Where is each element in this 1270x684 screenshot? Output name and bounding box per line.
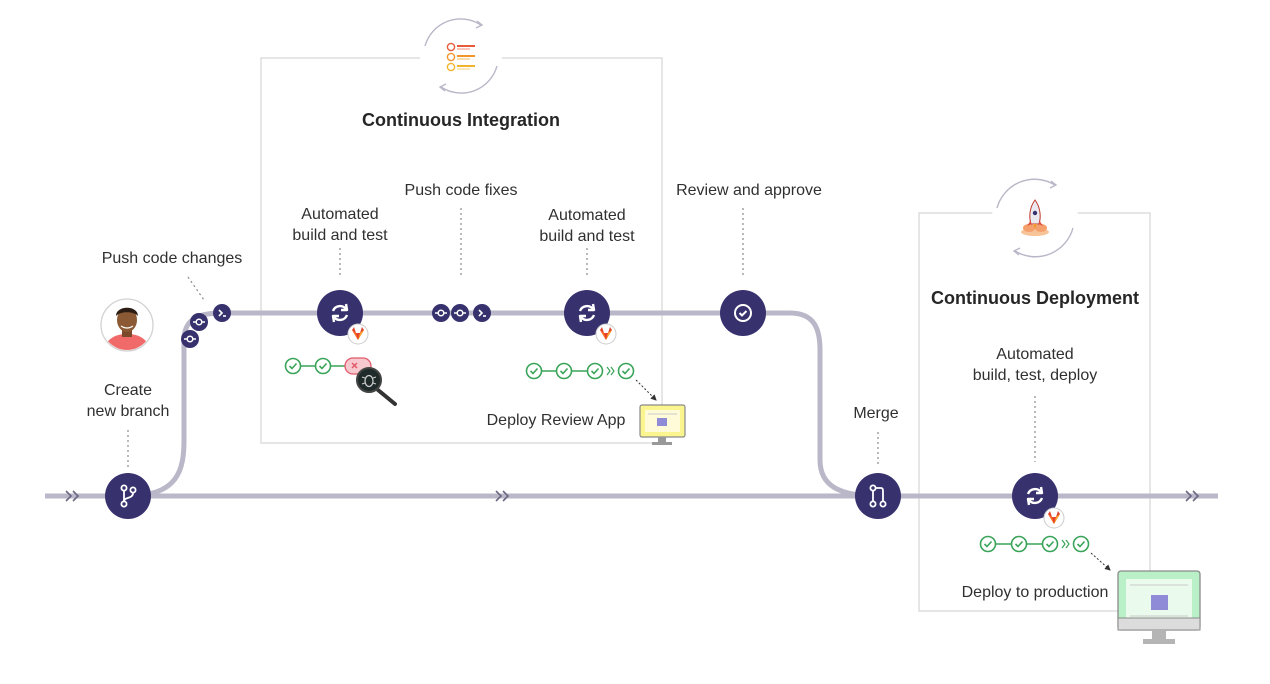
deploy-arrow (635, 379, 657, 401)
git-merge-icon (855, 473, 901, 519)
checklist-icon (420, 15, 502, 97)
create-branch-label: Create new branch (86, 382, 170, 420)
developer-avatar (100, 298, 154, 352)
push-code-fixes-label: Push code fixes (404, 182, 518, 199)
review-approve-label: Review and approve (676, 182, 822, 199)
chevron-right-icon (495, 490, 510, 502)
leader-lines (127, 208, 1036, 468)
pipeline-sync-icon (317, 290, 363, 336)
git-commit-icon (189, 312, 209, 332)
bug-magnifier-icon (356, 367, 397, 406)
gitlab-tanuki-icon (347, 323, 369, 345)
ci-title: Continuous Integration (362, 110, 560, 130)
pipeline-sync-icon (1012, 473, 1058, 519)
git-commit-icon (450, 303, 470, 323)
git-branch-icon (105, 473, 151, 519)
branch-track (127, 310, 879, 499)
pipeline-sync-icon (564, 290, 610, 336)
rocket-icon (992, 175, 1078, 261)
chevron-right-icon (65, 490, 80, 502)
monitor-icon (1117, 570, 1201, 644)
push-code-changes-label: Push code changes (101, 250, 243, 267)
check-circle-icon (720, 290, 766, 336)
chevron-right-icon (1185, 490, 1200, 502)
merge-label: Merge (853, 405, 899, 422)
deploy-production-label: Deploy to production (961, 584, 1109, 601)
cd-title: Continuous Deployment (931, 288, 1139, 308)
terminal-icon (472, 303, 492, 323)
git-commit-icon (180, 329, 200, 349)
deploy-arrow (1090, 552, 1111, 571)
pipeline-stages-passed (979, 535, 1090, 553)
gitlab-tanuki-icon (1043, 507, 1065, 529)
automated-build-test-label: Automated build and test (539, 207, 635, 245)
deploy-review-app-label: Deploy Review App (486, 412, 626, 429)
terminal-icon (212, 303, 232, 323)
monitor-icon (639, 404, 686, 445)
automated-build-test-label: Automated build and test (292, 206, 388, 244)
automated-build-test-deploy-label: Automated build, test, deploy (972, 346, 1098, 384)
pipeline-stages-failed (284, 357, 372, 375)
git-commit-icon (431, 303, 451, 323)
pipeline-stages-passed (525, 362, 635, 380)
gitlab-tanuki-icon (595, 323, 617, 345)
